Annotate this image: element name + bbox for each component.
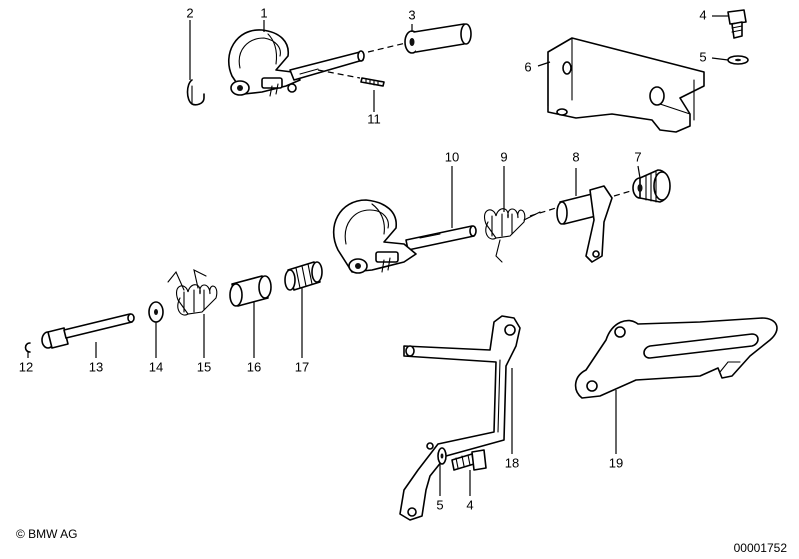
part-11-pin[interactable] bbox=[317, 69, 385, 87]
callout-10: 10 bbox=[445, 149, 459, 164]
part-3-bushing[interactable] bbox=[404, 23, 472, 54]
part-6-bracket[interactable] bbox=[547, 37, 705, 133]
part-16-bushing[interactable] bbox=[229, 275, 272, 307]
callout-11: 11 bbox=[367, 111, 381, 126]
callout-13: 13 bbox=[89, 359, 103, 374]
part-5-washer-lower[interactable] bbox=[437, 447, 447, 465]
callout-14: 14 bbox=[149, 359, 163, 374]
callout-2: 2 bbox=[186, 5, 193, 20]
callout-9: 9 bbox=[500, 149, 507, 164]
part-17-knurled-sleeve[interactable] bbox=[284, 261, 323, 291]
part-7-knurled-nut[interactable] bbox=[632, 169, 671, 203]
callout-19: 19 bbox=[609, 455, 623, 470]
callout-17: 17 bbox=[295, 359, 309, 374]
part-19-lever-plate[interactable] bbox=[574, 317, 778, 399]
part-13-rod[interactable] bbox=[41, 313, 135, 349]
part-5-washer-upper[interactable] bbox=[727, 55, 749, 65]
callout-16: 16 bbox=[247, 359, 261, 374]
part-15-torsion-spring[interactable] bbox=[167, 268, 218, 316]
callout-6: 6 bbox=[524, 59, 531, 74]
callout-4-upper: 4 bbox=[699, 7, 706, 22]
part-12-clip[interactable] bbox=[24, 342, 31, 353]
assembly-line-upper bbox=[367, 41, 411, 53]
copyright-notice: © BMW AG bbox=[16, 527, 78, 541]
callout-4-lower: 4 bbox=[466, 497, 473, 512]
part-10-shaft[interactable] bbox=[405, 225, 477, 251]
assembly-line-mid-right bbox=[613, 189, 635, 197]
part-18-bent-bracket[interactable] bbox=[399, 315, 521, 521]
part-9-torsion-spring[interactable] bbox=[484, 208, 541, 263]
part-14-washer[interactable] bbox=[148, 301, 164, 323]
part-2-spring-clip[interactable] bbox=[186, 79, 205, 106]
part-8-bushing-arm[interactable] bbox=[556, 185, 613, 263]
part-4-bolt-lower[interactable] bbox=[451, 449, 487, 471]
part-4-bolt-upper[interactable] bbox=[727, 9, 747, 39]
callout-1: 1 bbox=[260, 5, 267, 20]
document-number: 00001752 bbox=[733, 541, 787, 555]
quadrant-lever-mid[interactable] bbox=[333, 199, 417, 274]
upper-shaft[interactable] bbox=[289, 50, 365, 81]
part-1-quadrant-lever[interactable] bbox=[227, 29, 301, 97]
callout-5-lower: 5 bbox=[436, 497, 443, 512]
leader-lines bbox=[27, 15, 729, 496]
callout-8: 8 bbox=[572, 149, 579, 164]
callout-15: 15 bbox=[197, 359, 211, 374]
callout-5-upper: 5 bbox=[699, 49, 706, 64]
callout-labels: 2 1 3 4 5 6 11 7 8 9 10 12 13 14 15 16 1… bbox=[19, 5, 707, 512]
callout-7: 7 bbox=[634, 149, 641, 164]
callout-12: 12 bbox=[19, 359, 33, 374]
callout-18: 18 bbox=[505, 455, 519, 470]
callout-3: 3 bbox=[408, 7, 415, 22]
